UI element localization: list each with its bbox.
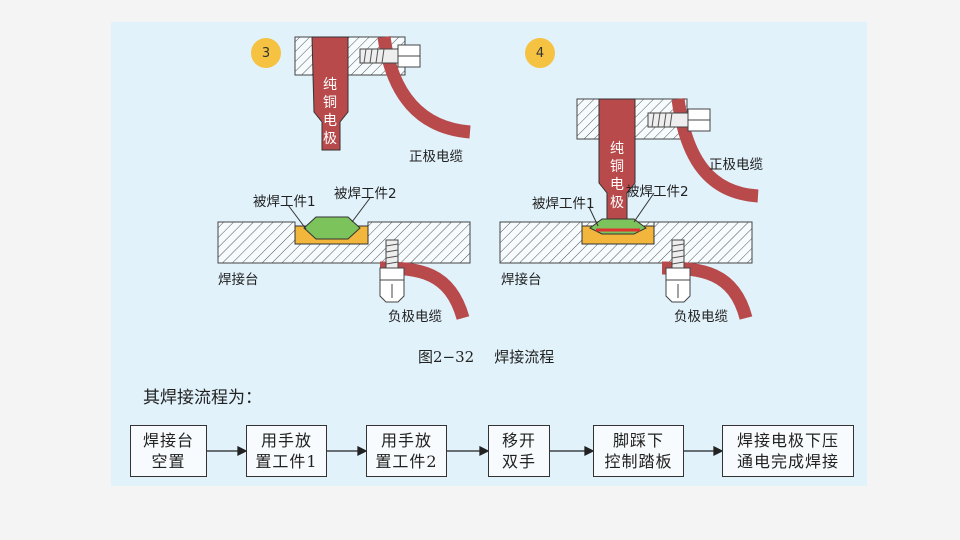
positive-cable-label: 正极电缆 [709,157,763,173]
table-bolt-nut [665,267,691,281]
flow-step-line: 移开 [501,431,536,450]
negative-cable-label: 负极电缆 [388,309,442,325]
flow-step-line: 焊接台 [142,431,194,450]
step-4-badge: 4 [525,38,555,68]
flow-step-line: 空置 [151,452,186,471]
electrode-label-char: 纯 [610,141,624,157]
flow-step: 脚踩下控制踏板 [593,425,684,477]
electrode-label: 纯 铜 电 极 [322,76,338,148]
workpiece-2-pointer [633,192,655,223]
flow-step: 用手放置工件2 [366,425,447,477]
workpiece-2 [303,216,361,240]
workpiece-1-pointer [287,204,307,230]
workpiece-2-label: 被焊工件2 [626,184,689,200]
electrode-label-char: 纯 [323,77,337,93]
electrode-label-char: 电 [610,177,624,193]
flow-step-line: 脚踩下 [612,431,664,450]
welding-table-label: 焊接台 [218,272,259,288]
workpiece-2-pointer [351,197,371,223]
step3-diagram [217,36,471,320]
figure-caption: 图2−32 焊接流程 [418,346,554,367]
negative-cable-label: 负极电缆 [674,309,728,325]
caption-title: 焊接流程 [494,348,555,366]
flow-step: 焊接电极下压通电完成焊接 [722,425,854,477]
flow-step: 焊接台空置 [130,425,207,477]
workpiece-1-pointer [588,206,599,227]
electrode-label: 纯 铜 电 极 [609,140,625,212]
workpiece-2-label: 被焊工件2 [334,186,397,202]
flow-step-line: 焊接电极下压 [736,431,839,450]
welding-table-label: 焊接台 [501,272,542,288]
flow-step-line: 控制踏板 [604,452,673,471]
workpiece-1-label: 被焊工件1 [532,196,595,212]
electrode-label-char: 铜 [323,95,337,111]
flow-step-line: 置工件1 [255,452,318,471]
flow-step-line: 用手放 [380,431,432,450]
flow-intro-text: 其焊接流程为： [143,388,262,408]
flow-step-line: 通电完成焊接 [736,452,839,471]
positive-cable-label: 正极电缆 [409,149,463,165]
electrode-label-char: 电 [323,113,337,129]
workpiece-1-label: 被焊工件1 [253,194,316,210]
flow-step-line: 用手放 [260,431,312,450]
flow-step: 用手放置工件1 [246,425,327,477]
electrode-label-char: 极 [610,195,624,211]
copper-electrode [598,98,636,220]
caption-number: 图2−32 [418,348,475,366]
flow-arrows [207,445,724,457]
step-3-badge: 3 [251,38,281,68]
table-bolt-nut [379,267,405,281]
flow-step-line: 置工件2 [375,452,438,471]
step4-diagram [499,98,759,320]
workpiece-2 [589,218,647,235]
flow-step: 移开双手 [488,425,550,477]
copper-electrode [311,36,349,151]
electrode-label-char: 铜 [610,159,624,175]
flow-step-line: 双手 [501,452,536,471]
electrode-label-char: 极 [323,131,337,147]
